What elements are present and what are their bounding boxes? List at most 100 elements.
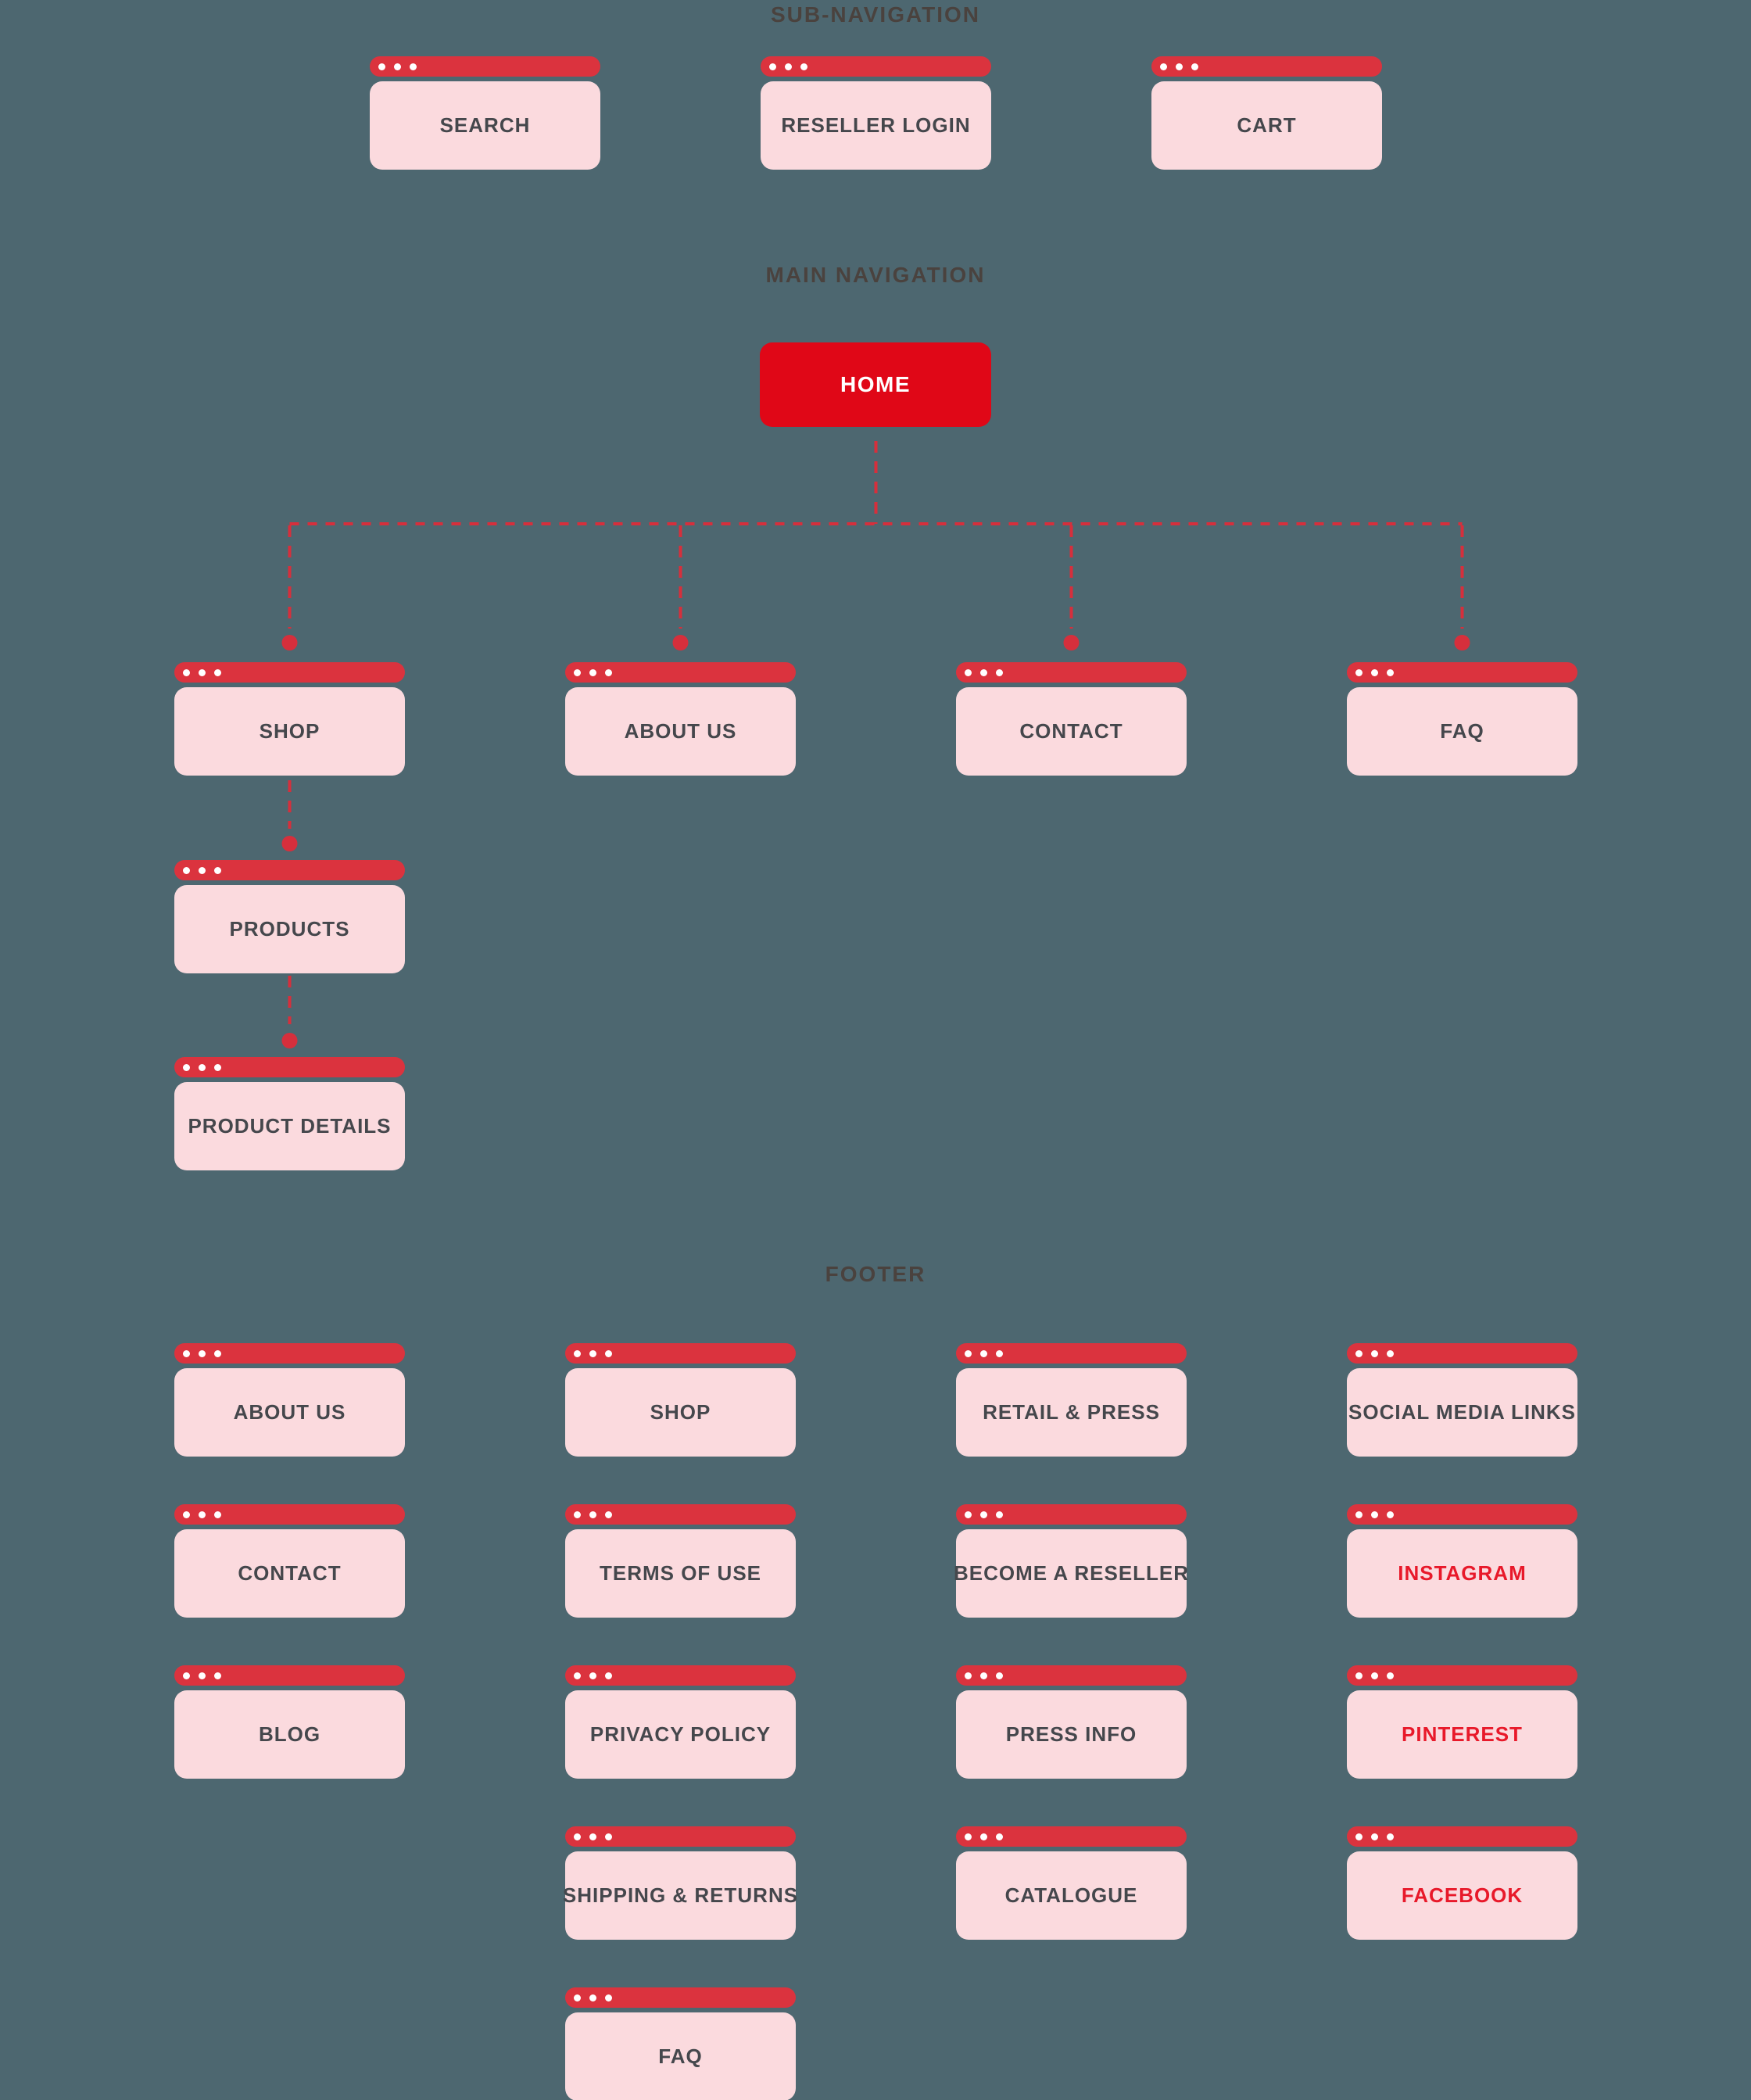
sitemap-node-social-media-links[interactable]: SOCIAL MEDIA LINKS bbox=[1347, 1368, 1577, 1457]
sitemap-node-terms-of-use[interactable]: TERMS OF USE bbox=[565, 1529, 796, 1618]
sitemap-node-cart[interactable]: CART bbox=[1151, 81, 1382, 170]
window-titlebar bbox=[565, 662, 796, 683]
window-dot-icon bbox=[1160, 63, 1167, 70]
window-dot-icon bbox=[1371, 1833, 1378, 1840]
sitemap-card-shop: SHOP bbox=[174, 662, 405, 776]
window-dot-icon bbox=[1355, 1510, 1362, 1518]
node-label: SHIPPING & RETURNS bbox=[562, 1883, 799, 1907]
node-label: PRODUCT DETAILS bbox=[188, 1114, 392, 1138]
window-titlebar bbox=[1347, 1504, 1577, 1525]
node-label: CART bbox=[1237, 113, 1297, 137]
window-dot-icon bbox=[574, 1672, 581, 1679]
sitemap-node-faq[interactable]: FAQ bbox=[565, 2012, 796, 2100]
connector-node-dot-icon bbox=[672, 635, 689, 650]
window-dot-icon bbox=[800, 63, 807, 70]
window-dot-icon bbox=[199, 1510, 206, 1518]
sitemap-card-about-us: ABOUT US bbox=[174, 1343, 405, 1457]
window-dot-icon bbox=[996, 668, 1003, 676]
window-dot-icon bbox=[1387, 1349, 1394, 1357]
node-label: SHOP bbox=[650, 1400, 711, 1424]
node-label: SEARCH bbox=[439, 113, 531, 137]
connector-node-dot-icon bbox=[281, 1033, 298, 1048]
sitemap-node-reseller-login[interactable]: RESELLER LOGIN bbox=[761, 81, 991, 170]
window-dot-icon bbox=[1387, 1510, 1394, 1518]
window-titlebar bbox=[174, 1504, 405, 1525]
sitemap-node-about-us[interactable]: ABOUT US bbox=[565, 687, 796, 776]
sitemap-node-instagram[interactable]: INSTAGRAM bbox=[1347, 1529, 1577, 1618]
sitemap-node-home[interactable]: HOME bbox=[760, 342, 991, 427]
node-label: SHOP bbox=[259, 719, 320, 743]
window-dot-icon bbox=[410, 63, 417, 70]
window-titlebar bbox=[174, 1343, 405, 1364]
sitemap-node-catalogue[interactable]: CATALOGUE bbox=[956, 1851, 1187, 1940]
sitemap-card-search: SEARCH bbox=[370, 56, 600, 170]
sitemap-card-products: PRODUCTS bbox=[174, 860, 405, 973]
window-dot-icon bbox=[605, 1510, 612, 1518]
window-dot-icon bbox=[574, 668, 581, 676]
window-dot-icon bbox=[214, 1510, 221, 1518]
sitemap-node-pinterest[interactable]: PINTEREST bbox=[1347, 1690, 1577, 1779]
sitemap-card-shipping-returns: SHIPPING & RETURNS bbox=[563, 1826, 797, 1940]
sitemap-card-contact: CONTACT bbox=[956, 662, 1187, 776]
sitemap-node-shop[interactable]: SHOP bbox=[174, 687, 405, 776]
sitemap-node-become-a-reseller[interactable]: BECOME A RESELLER bbox=[954, 1529, 1188, 1618]
window-dot-icon bbox=[214, 1063, 221, 1071]
node-label: SOCIAL MEDIA LINKS bbox=[1348, 1400, 1577, 1424]
window-dot-icon bbox=[394, 63, 401, 70]
sitemap-card-faq: FAQ bbox=[565, 1987, 796, 2100]
sitemap-node-shop[interactable]: SHOP bbox=[565, 1368, 796, 1457]
window-dot-icon bbox=[1191, 63, 1198, 70]
window-dot-icon bbox=[996, 1510, 1003, 1518]
window-dot-icon bbox=[183, 1672, 190, 1679]
sitemap-node-products[interactable]: PRODUCTS bbox=[174, 885, 405, 973]
sitemap-node-press-info[interactable]: PRESS INFO bbox=[956, 1690, 1187, 1779]
window-dot-icon bbox=[574, 1510, 581, 1518]
window-dot-icon bbox=[605, 668, 612, 676]
window-dot-icon bbox=[965, 668, 972, 676]
node-label: PRIVACY POLICY bbox=[589, 1722, 772, 1746]
window-dot-icon bbox=[214, 866, 221, 874]
node-label: BLOG bbox=[258, 1722, 321, 1746]
node-label: RESELLER LOGIN bbox=[781, 113, 971, 137]
sitemap-node-privacy-policy[interactable]: PRIVACY POLICY bbox=[565, 1690, 796, 1779]
sitemap-card-become-a-reseller: BECOME A RESELLER bbox=[954, 1504, 1188, 1618]
sitemap-card-facebook: FACEBOOK bbox=[1347, 1826, 1577, 1940]
sitemap-node-faq[interactable]: FAQ bbox=[1347, 687, 1577, 776]
sitemap-node-product-details[interactable]: PRODUCT DETAILS bbox=[174, 1082, 405, 1170]
sitemap-node-blog[interactable]: BLOG bbox=[174, 1690, 405, 1779]
window-titlebar bbox=[565, 1665, 796, 1686]
sitemap-node-facebook[interactable]: FACEBOOK bbox=[1347, 1851, 1577, 1940]
sitemap-node-search[interactable]: SEARCH bbox=[370, 81, 600, 170]
window-dot-icon bbox=[996, 1349, 1003, 1357]
window-dot-icon bbox=[605, 1349, 612, 1357]
connector-node-dot-icon bbox=[281, 635, 298, 650]
node-label: ABOUT US bbox=[233, 1400, 346, 1424]
sitemap-node-retail-press[interactable]: RETAIL & PRESS bbox=[956, 1368, 1187, 1457]
window-dot-icon bbox=[199, 1063, 206, 1071]
sitemap-card-pinterest: PINTEREST bbox=[1347, 1665, 1577, 1779]
window-dot-icon bbox=[996, 1672, 1003, 1679]
window-dot-icon bbox=[199, 668, 206, 676]
node-label: RETAIL & PRESS bbox=[983, 1400, 1160, 1424]
sitemap-card-cart: CART bbox=[1151, 56, 1382, 170]
window-titlebar bbox=[956, 1504, 1187, 1525]
sitemap-node-shipping-returns[interactable]: SHIPPING & RETURNS bbox=[563, 1851, 797, 1940]
sitemap-card-blog: BLOG bbox=[174, 1665, 405, 1779]
window-titlebar bbox=[565, 1826, 796, 1847]
window-dot-icon bbox=[183, 866, 190, 874]
sitemap-node-contact[interactable]: CONTACT bbox=[956, 687, 1187, 776]
sitemap-card-faq: FAQ bbox=[1347, 662, 1577, 776]
sitemap-node-about-us[interactable]: ABOUT US bbox=[174, 1368, 405, 1457]
sitemap-card-privacy-policy: PRIVACY POLICY bbox=[565, 1665, 796, 1779]
connector-node-dot-icon bbox=[281, 836, 298, 851]
sitemap-card-product-details: PRODUCT DETAILS bbox=[174, 1057, 405, 1170]
node-label: CONTACT bbox=[238, 1561, 342, 1585]
window-titlebar bbox=[565, 1504, 796, 1525]
window-titlebar bbox=[956, 1665, 1187, 1686]
sitemap-card-social-media-links: SOCIAL MEDIA LINKS bbox=[1347, 1343, 1577, 1457]
window-dot-icon bbox=[214, 668, 221, 676]
sitemap-node-contact[interactable]: CONTACT bbox=[174, 1529, 405, 1618]
window-titlebar bbox=[565, 1343, 796, 1364]
node-label: PRESS INFO bbox=[1005, 1722, 1137, 1746]
